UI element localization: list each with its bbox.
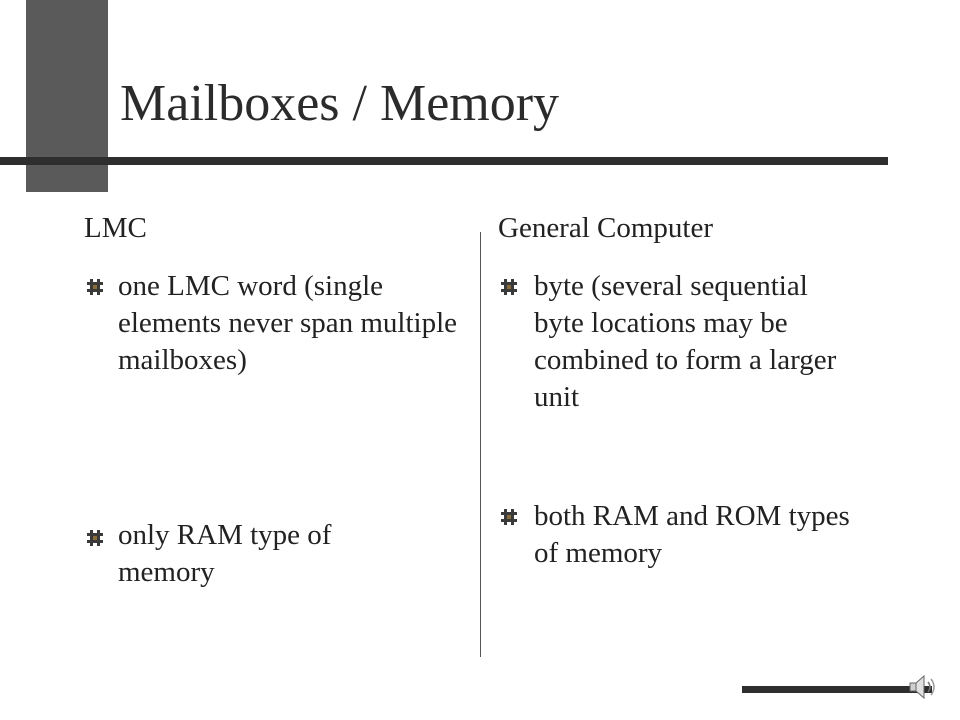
column-divider	[480, 232, 481, 657]
left-bullet-2: only RAM type of memory	[118, 519, 332, 588]
right-bullet-1: byte (several sequential byte locations …	[534, 270, 837, 413]
bottom-rule	[742, 686, 932, 693]
slide-title: Mailboxes / Memory	[120, 75, 560, 132]
hash-bullet-icon	[87, 279, 103, 295]
hash-bullet-icon	[501, 509, 517, 525]
right-column-heading: General Computer	[498, 212, 714, 244]
left-column-heading: LMC	[84, 212, 147, 244]
hash-bullet-icon	[87, 530, 103, 546]
title-rule	[0, 157, 888, 165]
right-bullet-2: both RAM and ROM types of memory	[534, 500, 850, 569]
speaker-icon[interactable]	[908, 672, 938, 702]
left-bullet-1: one LMC word (single elements never span…	[118, 270, 458, 376]
hash-bullet-icon	[501, 279, 517, 295]
